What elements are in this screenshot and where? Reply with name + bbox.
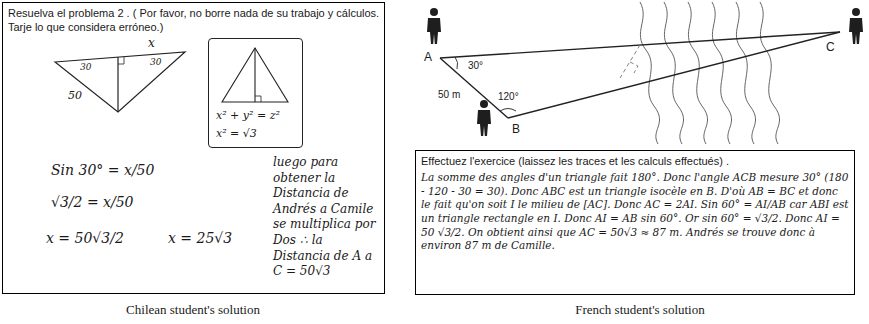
triangle-sketch (55, 52, 185, 112)
side-label: x (148, 36, 155, 52)
caption: French student's solution (575, 302, 704, 319)
instruction-text: Resuelva el problema 2 . ( Por favor, no… (8, 6, 380, 35)
river-waves (640, 2, 780, 144)
side-label: 50 m (438, 88, 460, 101)
construction-line (620, 45, 640, 78)
answer-sheet: Resuelva el problema 2 . ( Por favor, no… (2, 2, 385, 294)
angle-label: 120° (498, 90, 519, 103)
vertex-label: C (826, 40, 835, 56)
vertex-label: B (512, 122, 520, 138)
angle-label: 30° (468, 59, 483, 72)
caption: Chilean student's solution (126, 302, 260, 319)
triangle-abc (440, 32, 840, 118)
scratch-box: x² + y² = z² x² = √3 (208, 38, 303, 148)
scratch-triangle (222, 48, 288, 102)
instruction-text: Effectuez l'exercice (laissez les traces… (421, 154, 849, 168)
equation: x² = √3 (216, 127, 257, 141)
handwritten-note: luego para obtener la Distancia de André… (273, 155, 381, 280)
vertex-label: A (424, 50, 432, 66)
handwritten-answer: La somme des angles d'un triangle fait 1… (421, 171, 849, 253)
side-label: 50 (68, 89, 82, 103)
equation: x = 25√3 (168, 229, 232, 247)
equation: Sin 30° = x/50 (51, 161, 154, 179)
equation: x² + y² = z² (216, 109, 280, 123)
equation: √3/2 = x/50 (51, 193, 134, 211)
equation: x = 50√3/2 (46, 229, 124, 247)
answer-box: Effectuez l'exercice (laissez les traces… (415, 150, 855, 295)
angle-label: 30 (80, 62, 91, 74)
person-figure (427, 8, 863, 136)
angle-label: 30 (150, 57, 161, 69)
